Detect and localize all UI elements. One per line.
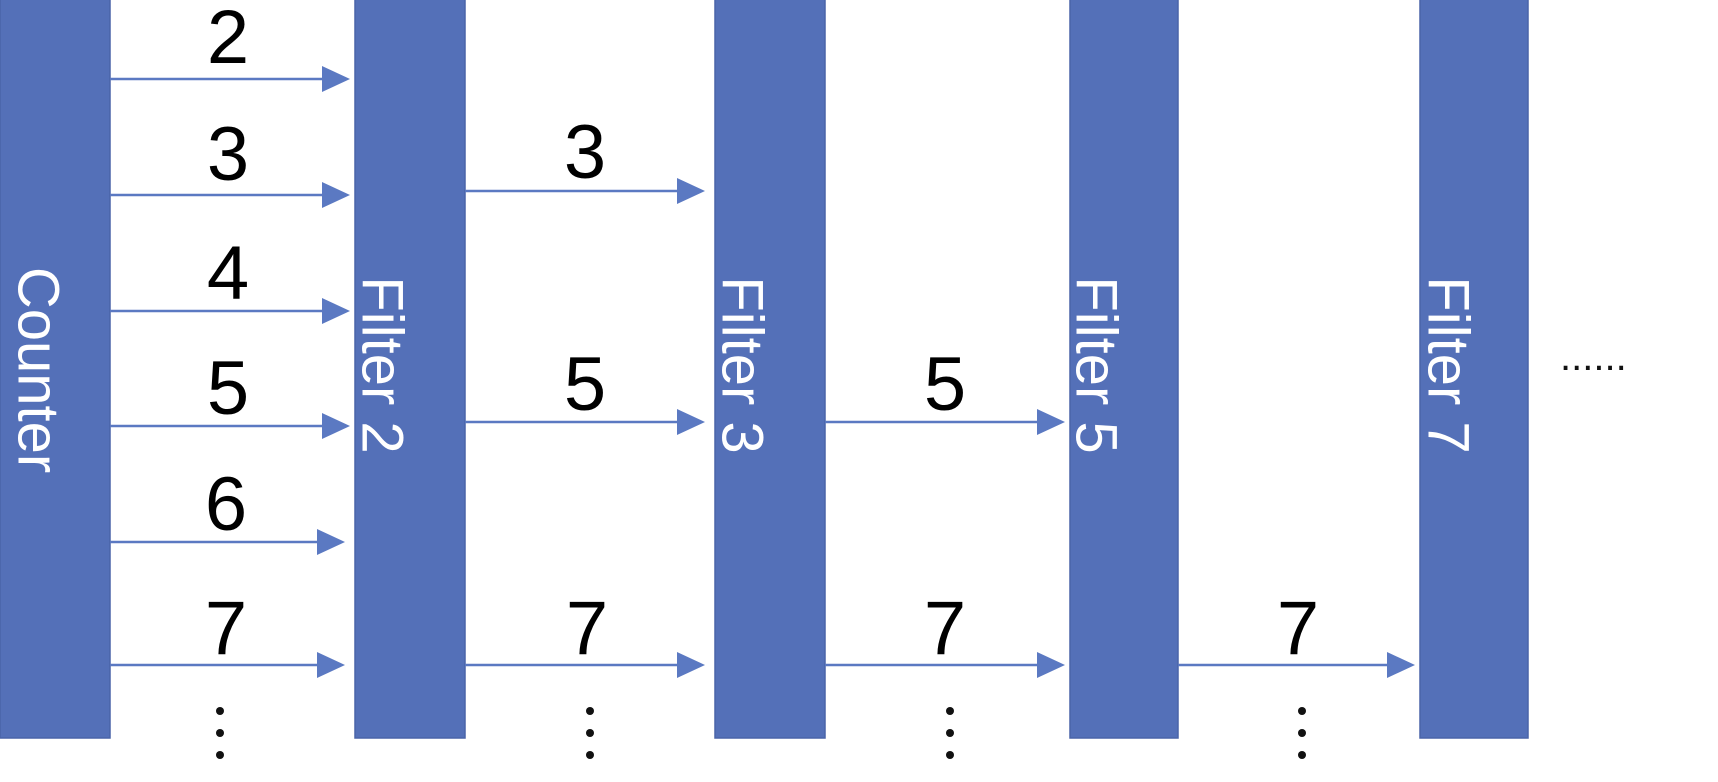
continuation-ellipsis: ......	[1560, 335, 1627, 379]
stage-label-filter-2: Filter 2	[350, 276, 415, 453]
edge-label: 5	[564, 342, 606, 427]
stage-label-counter: Counter	[6, 267, 71, 473]
edge-filter-3-to-filter-5-7: 7	[825, 586, 1065, 678]
vertical-dots-gap-4	[1298, 707, 1306, 759]
edge-filter-2-to-filter-3-5: 5	[465, 342, 705, 435]
stage-filter-7: Filter 7	[1416, 0, 1529, 739]
edge-label: 7	[1277, 586, 1319, 671]
edge-label: 5	[924, 342, 966, 427]
edge-counter-to-filter-2-6: 6	[110, 462, 345, 555]
stage-counter: Counter	[0, 0, 111, 739]
edge-label: 3	[207, 112, 249, 197]
edge-counter-to-filter-2-3: 3	[110, 112, 350, 208]
edge-label: 6	[205, 462, 247, 547]
edge-counter-to-filter-2-5: 5	[110, 346, 350, 439]
edge-counter-to-filter-2-2: 2	[110, 0, 350, 92]
edge-counter-to-filter-2-7: 7	[110, 586, 345, 678]
vertical-dots-gap-3	[946, 707, 954, 759]
stage-label-filter-3: Filter 3	[710, 276, 775, 453]
stage-filter-3: Filter 3	[710, 0, 826, 739]
stage-label-filter-7: Filter 7	[1416, 276, 1481, 453]
edge-label: 2	[207, 0, 249, 80]
edge-label: 7	[205, 586, 247, 671]
edge-label: 4	[207, 231, 249, 316]
edge-filter-2-to-filter-3-3: 3	[465, 110, 705, 204]
stage-label-filter-5: Filter 5	[1064, 276, 1129, 453]
edge-label: 5	[207, 346, 249, 431]
stage-filter-2: Filter 2	[350, 0, 466, 739]
edge-label: 3	[564, 110, 606, 195]
edge-filter-5-to-filter-7-7: 7	[1178, 586, 1415, 678]
edge-filter-2-to-filter-3-7: 7	[465, 586, 705, 678]
vertical-dots-gap-1	[216, 707, 224, 759]
edge-label: 7	[566, 586, 608, 671]
vertical-dots-gap-2	[586, 707, 594, 759]
edge-counter-to-filter-2-4: 4	[110, 231, 350, 324]
edge-filter-3-to-filter-5-5: 5	[825, 342, 1065, 435]
edge-label: 7	[924, 586, 966, 671]
stage-filter-5: Filter 5	[1064, 0, 1179, 739]
